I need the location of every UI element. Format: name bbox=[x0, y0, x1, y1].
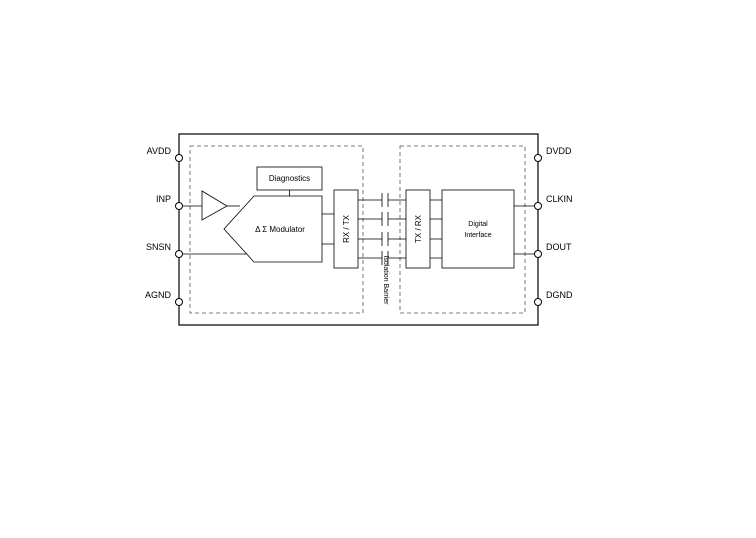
inp-label: INP bbox=[156, 194, 171, 204]
clkin-label: CLKIN bbox=[546, 194, 573, 204]
snsn-pin bbox=[175, 250, 183, 258]
txrx-interface-wires bbox=[430, 199, 442, 259]
left-pins: AVDD INP SNSN AGND bbox=[145, 146, 183, 306]
rx-tx-label: RX / TX bbox=[342, 214, 351, 243]
digital-interface-block bbox=[441, 189, 515, 269]
digital-pin-wires bbox=[514, 205, 535, 255]
tx-rx-label: TX / RX bbox=[414, 214, 423, 243]
right-pins: DVDD CLKIN DOUT DGND bbox=[534, 146, 573, 306]
agnd-pin bbox=[175, 298, 183, 306]
dgnd-pin bbox=[534, 298, 542, 306]
digital-interface-label-line2: Interface bbox=[464, 232, 491, 239]
dout-label: DOUT bbox=[546, 242, 572, 252]
dout-pin bbox=[534, 250, 542, 258]
inp-pin bbox=[175, 202, 183, 210]
avdd-pin bbox=[175, 154, 183, 162]
dgnd-label: DGND bbox=[546, 290, 573, 300]
digital-domain bbox=[399, 145, 526, 314]
modulator-block bbox=[223, 195, 323, 263]
package-outline bbox=[178, 133, 539, 326]
diagnostics-label: Diagnostics bbox=[269, 174, 310, 183]
rx-tx-block bbox=[333, 189, 359, 269]
buffer-amplifier bbox=[201, 190, 228, 221]
dvdd-pin bbox=[534, 154, 542, 162]
dvdd-label: DVDD bbox=[546, 146, 572, 156]
analog-domain bbox=[189, 145, 364, 314]
snsn-label: SNSN bbox=[146, 242, 171, 252]
modulator-rxtx-wires bbox=[322, 213, 334, 245]
avdd-label: AVDD bbox=[147, 146, 172, 156]
tx-rx-block bbox=[405, 189, 431, 269]
isolation-barrier-label: Isolation Barrier bbox=[382, 255, 389, 305]
digital-interface-label-line1: Digital bbox=[468, 221, 488, 228]
modulator-label: Δ Σ Modulator bbox=[255, 225, 305, 234]
agnd-label: AGND bbox=[145, 290, 172, 300]
isolation-capacitors bbox=[358, 193, 406, 265]
clkin-pin bbox=[534, 202, 542, 210]
